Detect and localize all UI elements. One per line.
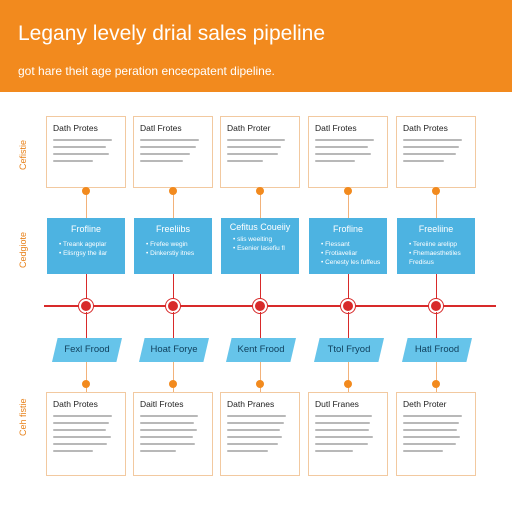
stage-box-line: • Flessant (321, 241, 350, 248)
stage-tag-2[interactable]: Hoat Forye (139, 338, 209, 362)
connector-dot (169, 187, 177, 195)
stage-box-line: • Cenesty les fuffeus (321, 259, 381, 266)
top-card-3[interactable]: Dath Proter (220, 116, 300, 188)
stage-box-4[interactable]: Frofline • Flessant • Frotiaveliar • Cen… (309, 218, 387, 274)
top-card-5[interactable]: Dath Protes (396, 116, 476, 188)
card-text-lines (403, 139, 469, 162)
top-card-title: Datl Frotes (315, 123, 357, 133)
page-subtitle: got hare theit age peration encecpatent … (18, 64, 275, 78)
timeline-stem (173, 312, 174, 338)
top-card-title: Datl Frotes (140, 123, 182, 133)
card-text-lines (140, 415, 206, 452)
timeline-stem (260, 312, 261, 338)
connector-line (348, 188, 349, 218)
top-card-title: Dath Protes (53, 123, 98, 133)
stage-box-title: Cefitus Coueiiy (229, 222, 291, 232)
stage-box-line: • Treank ageplar (59, 241, 107, 248)
top-card-title: Dath Protes (403, 123, 448, 133)
timeline-marker[interactable] (79, 299, 93, 313)
side-label-bottom: Ceh fistie (18, 398, 28, 436)
connector-line (436, 362, 437, 392)
stage-box-2[interactable]: Freeliibs • Frefee wegin • Dinkerstiy it… (134, 218, 212, 274)
connector-dot (82, 187, 90, 195)
stage-box-line: • Tereiine arelipp (409, 241, 458, 248)
connector-dot (82, 380, 90, 388)
side-label-top: Cefistie (18, 139, 28, 170)
bottom-card-1[interactable]: Dath Protes (46, 392, 126, 476)
connector-dot (256, 187, 264, 195)
connector-line (86, 188, 87, 218)
stage-box-line: • slis weeiting (233, 236, 273, 243)
stage-box-line: • Frefee wegin (146, 241, 188, 248)
card-text-lines (227, 415, 293, 452)
stage-box-line: • Dinkerstiy itnes (146, 250, 195, 257)
stage-tag-4[interactable]: Ttol Fryod (314, 338, 384, 362)
connector-dot (432, 187, 440, 195)
connector-line (436, 188, 437, 218)
connector-line (86, 362, 87, 392)
stage-box-3[interactable]: Cefitus Coueiiy • slis weeiting • Esenie… (221, 218, 299, 274)
stage-box-title: Frofline (70, 224, 101, 234)
timeline-marker[interactable] (341, 299, 355, 313)
stage-tag-3[interactable]: Kent Frood (226, 338, 296, 362)
connector-line (173, 362, 174, 392)
bottom-card-title: Dath Protes (53, 399, 98, 409)
card-text-lines (140, 139, 206, 162)
timeline-marker[interactable] (429, 299, 443, 313)
timeline-stem (260, 274, 261, 304)
stage-box-line: • Frotiaveliar (321, 250, 358, 257)
bottom-card-3[interactable]: Dath Pranes (220, 392, 300, 476)
card-text-lines (315, 415, 381, 452)
card-text-lines (227, 139, 293, 162)
header-banner: Legany levely drial sales pipeline got h… (0, 0, 512, 92)
top-card-4[interactable]: Datl Frotes (308, 116, 388, 188)
connector-line (173, 188, 174, 218)
bottom-card-2[interactable]: Daitl Frotes (133, 392, 213, 476)
stage-box-5[interactable]: Freeliine • Tereiine arelipp • Fhemaesth… (397, 218, 475, 274)
card-text-lines (53, 139, 119, 162)
connector-dot (344, 380, 352, 388)
stage-tag-1[interactable]: Fexl Frood (52, 338, 122, 362)
connector-dot (432, 380, 440, 388)
page-title: Legany levely drial sales pipeline (18, 22, 326, 45)
bottom-card-title: Daitl Frotes (140, 399, 184, 409)
connector-line (260, 188, 261, 218)
timeline-marker[interactable] (166, 299, 180, 313)
connector-dot (344, 187, 352, 195)
stage-box-line: Fredisus (409, 259, 434, 266)
stage-box-1[interactable]: Frofline • Treank ageplar • Elisrgsy the… (47, 218, 125, 274)
timeline-stem (86, 274, 87, 304)
card-text-lines (403, 415, 469, 452)
timeline-stem (436, 274, 437, 304)
timeline-stem (348, 312, 349, 338)
timeline-marker[interactable] (253, 299, 267, 313)
bottom-card-4[interactable]: Dutl Franes (308, 392, 388, 476)
top-card-2[interactable]: Datl Frotes (133, 116, 213, 188)
connector-line (348, 362, 349, 392)
timeline-stem (348, 274, 349, 304)
timeline-stem (86, 312, 87, 338)
stage-box-title: Freeliibs (155, 224, 190, 234)
timeline-line (44, 305, 496, 307)
bottom-card-title: Dath Pranes (227, 399, 275, 409)
timeline-stem (173, 274, 174, 304)
top-card-1[interactable]: Dath Protes (46, 116, 126, 188)
connector-dot (256, 380, 264, 388)
stage-box-title: Frofline (332, 224, 363, 234)
stage-box-title: Freeliine (418, 224, 454, 234)
card-text-lines (53, 415, 119, 452)
connector-line (260, 362, 261, 392)
connector-dot (169, 380, 177, 388)
bottom-card-title: Deth Proter (403, 399, 447, 409)
card-text-lines (315, 139, 381, 162)
timeline-stem (436, 312, 437, 338)
stage-box-line: • Elisrgsy the ilar (59, 250, 108, 257)
bottom-card-title: Dutl Franes (315, 399, 359, 409)
side-label-middle: Cedgiote (18, 231, 28, 268)
bottom-card-5[interactable]: Deth Proter (396, 392, 476, 476)
stage-tag-5[interactable]: Hatl Frood (402, 338, 472, 362)
top-card-title: Dath Proter (227, 123, 271, 133)
stage-box-line: • Esenier lasefiu fl (233, 245, 285, 252)
stage-box-line: • Fhemaesthetiles (409, 250, 461, 257)
